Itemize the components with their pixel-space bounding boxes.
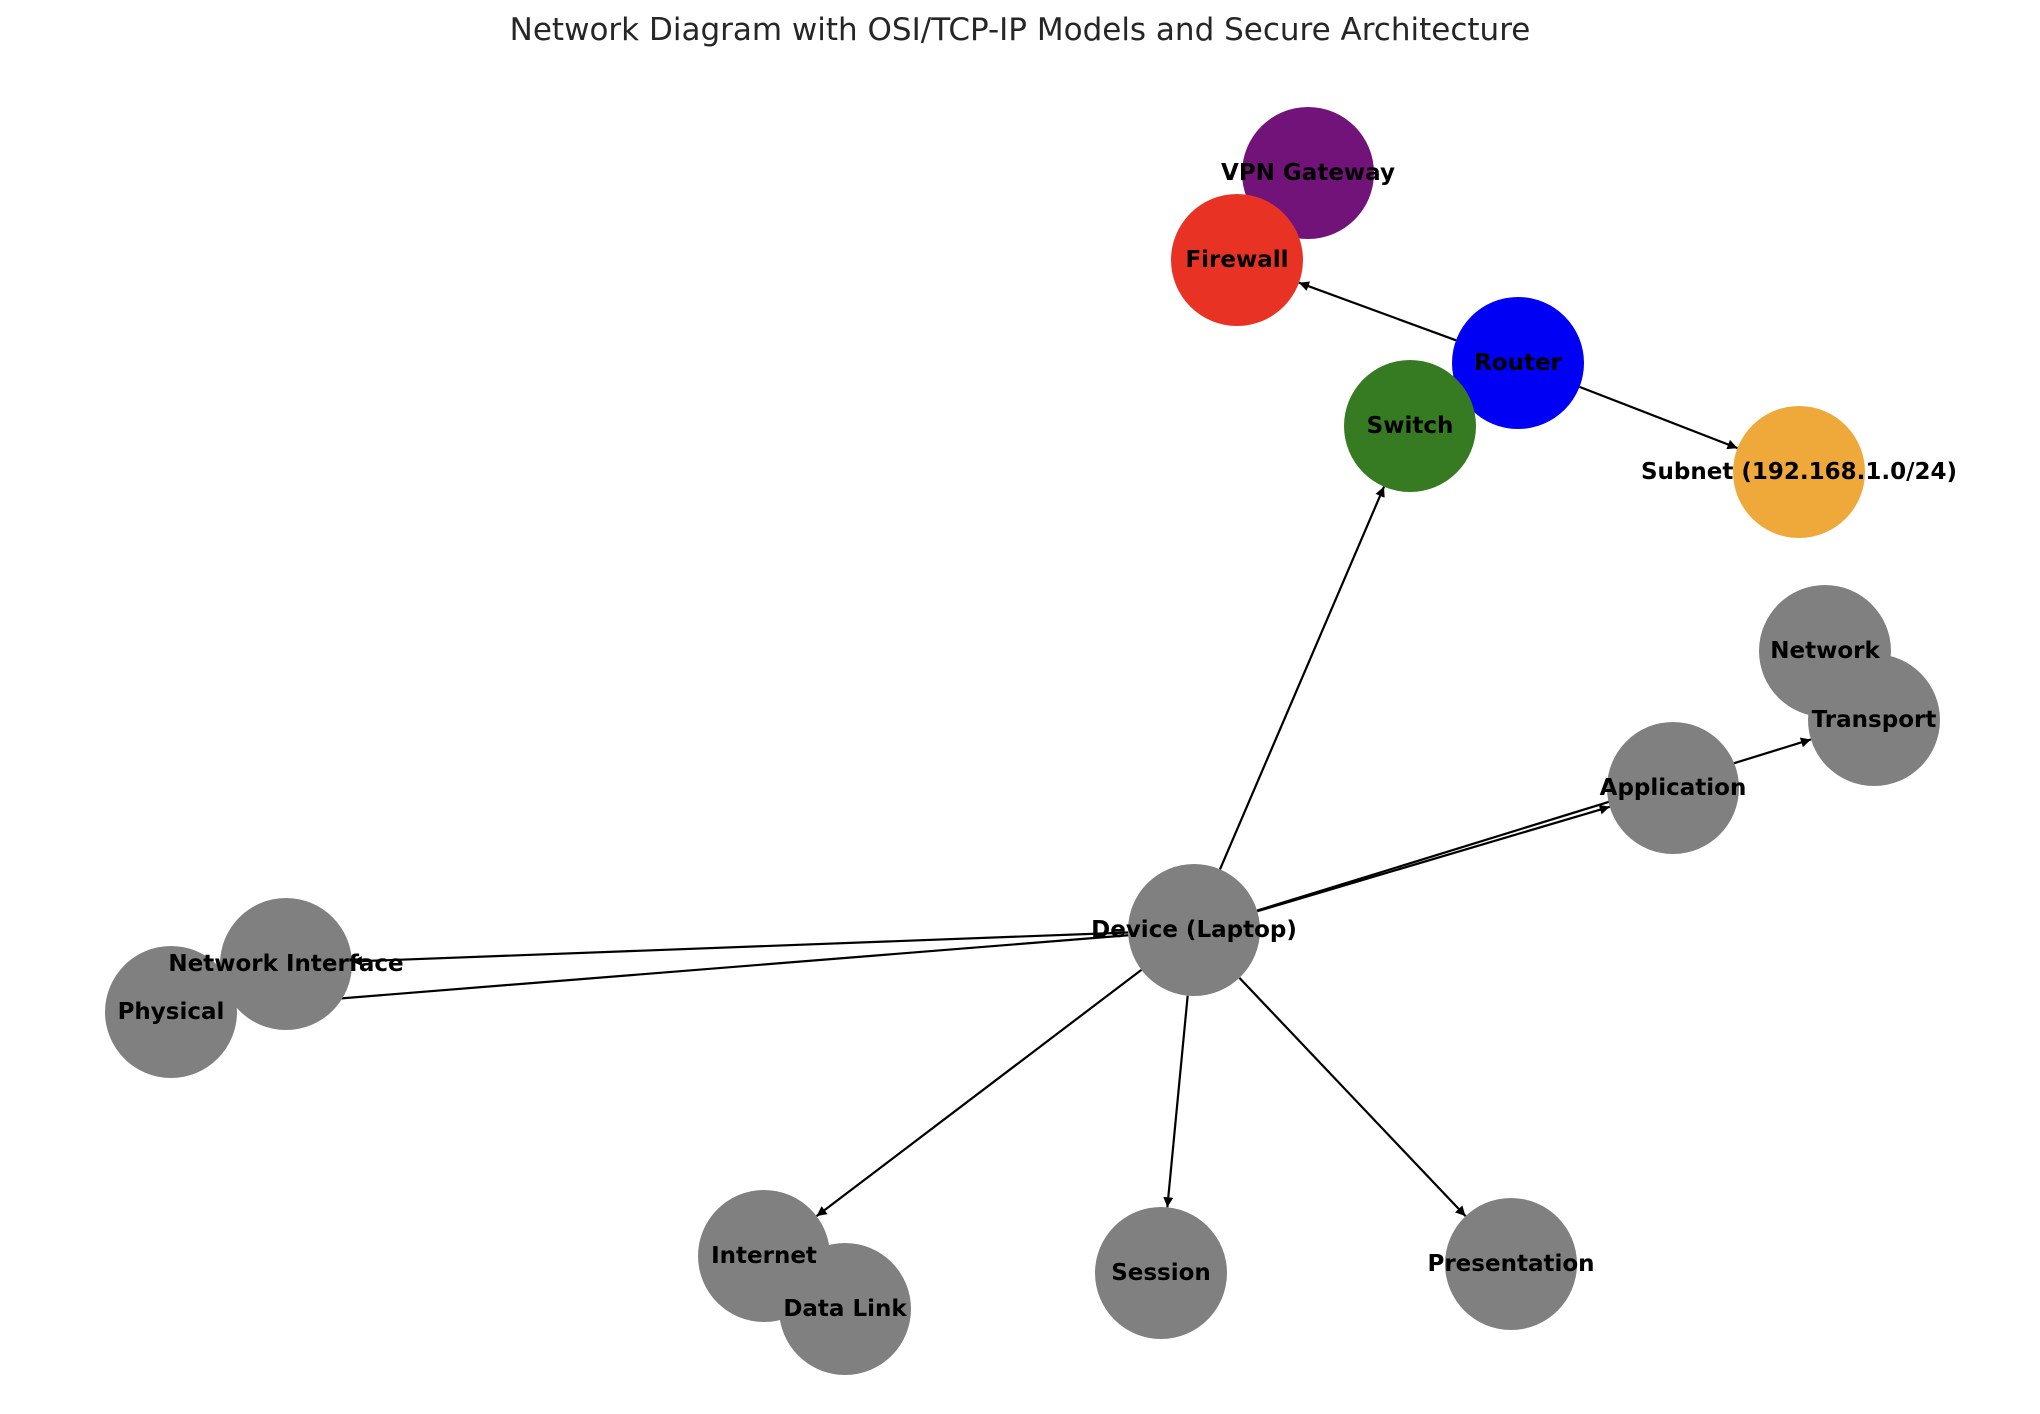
- node-label-device: Device (Laptop): [1091, 917, 1297, 943]
- edge-device-to-physical: [236, 934, 1129, 1011]
- node-datalink: [779, 1243, 911, 1375]
- node-label-subnet: Subnet (192.168.1.0/24): [1641, 459, 1957, 485]
- node-subnet: [1733, 406, 1865, 538]
- node-application: [1607, 722, 1739, 854]
- node-label-datalink: Data Link: [783, 1296, 907, 1322]
- node-label-physical: Physical: [118, 999, 225, 1025]
- edge-device-to-switch: [1218, 486, 1386, 870]
- node-router: [1452, 297, 1584, 429]
- edges-layer: [236, 281, 1812, 1218]
- nodes-layer: [105, 107, 1940, 1375]
- node-firewall: [1171, 194, 1303, 326]
- node-label-network: Network: [1770, 638, 1880, 664]
- node-label-vpn: VPN Gateway: [1221, 160, 1395, 186]
- node-transport: [1808, 654, 1940, 786]
- node-device: [1128, 864, 1260, 996]
- diagram-title: Network Diagram with OSI/TCP-IP Models a…: [510, 12, 1531, 48]
- node-session: [1095, 1207, 1227, 1339]
- edge-device-to-presentation: [1238, 977, 1467, 1217]
- edge-device-to-netiface: [351, 931, 1129, 967]
- node-physical: [105, 946, 237, 1078]
- node-label-presentation: Presentation: [1427, 1251, 1594, 1277]
- node-label-router: Router: [1474, 350, 1562, 376]
- edge-router-to-firewall: [1298, 281, 1457, 342]
- edge-device-to-session: [1163, 995, 1189, 1208]
- node-presentation: [1445, 1198, 1577, 1330]
- node-label-internet: Internet: [711, 1243, 817, 1269]
- node-vpn: [1242, 107, 1374, 239]
- node-label-session: Session: [1111, 1260, 1211, 1286]
- node-netiface: [220, 898, 352, 1030]
- node-label-netiface: Network Interface: [168, 951, 403, 977]
- edge-device-to-internet: [815, 968, 1143, 1218]
- node-label-firewall: Firewall: [1185, 247, 1288, 273]
- node-label-transport: Transport: [1812, 707, 1937, 733]
- edge-router-to-subnet: [1579, 385, 1738, 450]
- node-label-application: Application: [1600, 775, 1747, 801]
- node-label-switch: Switch: [1367, 413, 1454, 439]
- node-switch: [1344, 360, 1476, 492]
- edge-device-to-application: [1256, 804, 1611, 913]
